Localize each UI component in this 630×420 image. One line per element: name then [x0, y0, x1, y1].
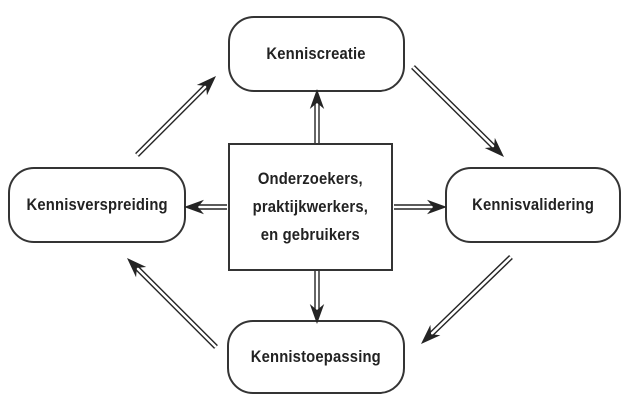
node-kenniscreatie: Kenniscreatie [228, 16, 405, 92]
node-kennisverspreiding: Kennisverspreiding [8, 167, 186, 243]
node-kenniscreatie-label: Kenniscreatie [266, 43, 367, 63]
arrowhead [127, 258, 147, 278]
arrow-center-to-toepassing [309, 271, 325, 324]
node-kennisvalidering-label: Kennisvalidering [472, 194, 594, 214]
node-kennistoepassing: Kennistoepassing [227, 320, 405, 394]
arrow-verspreiding-to-creatie [135, 76, 216, 157]
arrowhead [427, 199, 447, 215]
arrowhead [484, 137, 504, 157]
node-kennistoepassing-label: Kennistoepassing [250, 346, 382, 366]
arrow-validering-to-toepassing [421, 255, 513, 344]
arrow-center-to-validering [394, 199, 447, 215]
arrowhead [196, 76, 216, 96]
arrow-creatie-to-validering [411, 65, 504, 157]
arrow-center-to-verspreiding [184, 199, 227, 215]
node-kennisverspreiding-label: Kennisverspreiding [26, 194, 168, 214]
node-kennisvalidering: Kennisvalidering [445, 167, 621, 243]
arrowhead [309, 89, 325, 109]
arrow-toepassing-to-verspreiding [127, 258, 218, 349]
arrowhead [184, 199, 204, 215]
arrow-center-to-creatie [309, 89, 325, 143]
arrowhead [421, 324, 441, 344]
node-center-actors-label: Onderzoekers, praktijkwerkers, en gebrui… [252, 168, 369, 245]
node-center-actors: Onderzoekers, praktijkwerkers, en gebrui… [228, 143, 393, 271]
